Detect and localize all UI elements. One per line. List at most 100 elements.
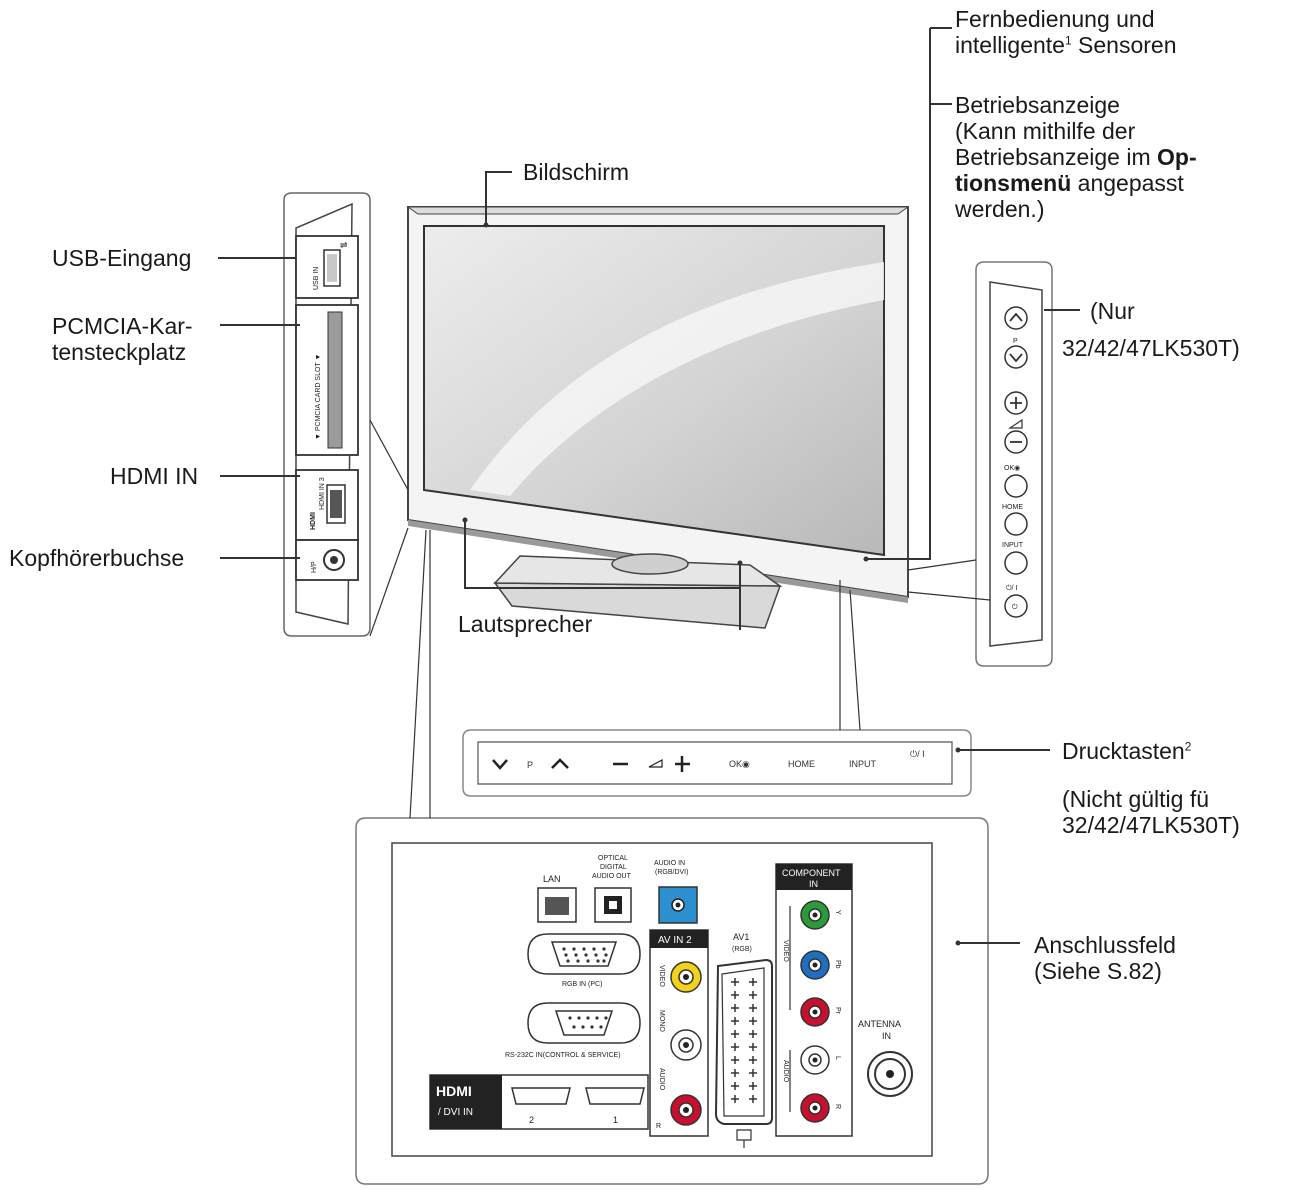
leader-lines: [218, 27, 1080, 946]
audio-in-l2: (RGB/DVI): [655, 869, 688, 876]
drucktasten-sup: 2: [1184, 739, 1192, 754]
audio-in-l1: AUDIO IN: [654, 860, 685, 867]
bar-power: ⏻/ I: [910, 749, 925, 759]
fernbedienung-line2b: Sensoren: [1071, 32, 1177, 58]
scart-pin: [731, 1056, 739, 1064]
scart-pin: [749, 1069, 757, 1077]
anschluss-l1: Anschlussfeld: [1034, 932, 1176, 958]
fernbedienung-line1: Fernbedienung und: [955, 6, 1155, 32]
label-betriebsanzeige: Betriebsanzeige (Kann mithilfe der Betri…: [955, 92, 1197, 222]
betrieb-l3b: Op-: [1157, 144, 1197, 170]
hp-text: H/P: [311, 561, 318, 573]
bar-ok: OK◉: [729, 759, 750, 769]
label-pcmcia: PCMCIA-Kar- tensteckplatz: [52, 313, 193, 365]
scart-pin: [731, 1017, 739, 1025]
label-bildschirm: Bildschirm: [523, 159, 630, 185]
scart-pin: [731, 1030, 739, 1038]
optical-l1: OPTICAL: [598, 855, 628, 862]
headphone-jack: H/P: [295, 539, 359, 581]
hdmi3-port: HDMI HDMI IN 3: [295, 469, 359, 541]
scart-pins: [731, 978, 757, 1103]
betrieb-l1: Betriebsanzeige: [955, 92, 1120, 118]
comp-pb-label: Pb: [834, 960, 841, 969]
comp-audio-label: AUDIO: [782, 1060, 789, 1083]
label-nur: (Nur: [1090, 298, 1135, 324]
rp-ok: OK◉: [1004, 465, 1020, 472]
av-video-label: VIDEO: [658, 965, 665, 987]
av-mono-label: MONO: [658, 1010, 665, 1032]
tv-stand: [493, 553, 783, 629]
optical-l2: DIGITAL: [600, 864, 627, 871]
rp-home: HOME: [1002, 504, 1023, 511]
scart-pin: [749, 1030, 757, 1038]
scart-pin: [731, 1095, 739, 1103]
scart-pin: [731, 1043, 739, 1051]
label-usb: USB-Eingang: [52, 245, 192, 271]
comp-video-label: VIDEO: [782, 940, 789, 962]
connection-panel: LAN OPTICAL DIGITAL AUDIO OUT AUDIO IN (…: [355, 817, 989, 1185]
usb-in-text: USB IN: [313, 267, 320, 290]
button-bar: P OK◉ HOME INPUT ⏻/ I: [462, 729, 972, 797]
antenna-l2: IN: [882, 1031, 891, 1041]
scart-pin: [749, 1056, 757, 1064]
av1-l2: (RGB): [732, 946, 752, 953]
label-nicht-gueltig: (Nicht gültig fü 32/42/47LK530T): [1062, 786, 1240, 838]
comp-r-label: R: [834, 1104, 841, 1109]
component-l1: COMPONENT: [782, 868, 841, 878]
label-lautsprecher: Lautsprecher: [458, 611, 593, 637]
hdmi-1-label: 1: [613, 1115, 618, 1125]
pcmcia-l1: PCMCIA-Kar-: [52, 313, 193, 339]
label-drucktasten: Drucktasten2: [1062, 738, 1191, 764]
av1-l1: AV1: [733, 932, 749, 942]
scart-pin: [749, 978, 757, 986]
comp-pr-label: Pr: [834, 1007, 841, 1015]
tv-body: [406, 206, 910, 629]
antenna-l1: ANTENNA: [858, 1019, 901, 1029]
pcmcia-slot: ▼ PCMCIA CARD SLOT ▼: [295, 304, 359, 456]
betrieb-l4b: angepasst: [1071, 170, 1184, 196]
pcmcia-l2: tensteckplatz: [52, 339, 187, 365]
scart-pin: [749, 1004, 757, 1012]
scart-pin: [731, 1082, 739, 1090]
fernbedienung-line2a: intelligente: [955, 32, 1065, 58]
optical-l3: AUDIO OUT: [592, 873, 632, 880]
pcmcia-text: ▼ PCMCIA CARD SLOT ▼: [315, 354, 322, 440]
rp-input: INPUT: [1002, 542, 1024, 549]
hdmi-logo-side: HDMI: [310, 512, 317, 530]
right-button-panel: P OK◉ HOME INPUT ⏻/ I ⏻: [975, 261, 1053, 667]
scart-pin: [731, 991, 739, 999]
hdmi-in3-text: HDMI IN 3: [319, 477, 326, 510]
label-anschlussfeld: Anschlussfeld (Siehe S.82): [1034, 932, 1176, 984]
av-audio-label: AUDIO: [658, 1068, 665, 1091]
bar-input: INPUT: [849, 759, 877, 769]
rgb-in-label: RGB IN (PC): [562, 981, 602, 988]
nichtgueltig-l1: (Nicht gültig fü: [1062, 786, 1210, 812]
bar-p: P: [527, 760, 533, 770]
rs232-label: RS-232C IN(CONTROL & SERVICE): [505, 1052, 621, 1059]
rp-p: P: [1013, 338, 1018, 345]
scart-pin: [731, 978, 739, 986]
comp-l-label: L: [834, 1056, 841, 1060]
av-r-label: R: [656, 1123, 661, 1130]
av-in2-label: AV IN 2: [658, 935, 692, 946]
label-kopfhoerer: Kopfhörerbuchse: [9, 545, 185, 571]
usb-icon: ⇌: [340, 240, 348, 250]
drucktasten-text: Drucktasten: [1062, 738, 1185, 764]
fernbedienung-sup: 1: [1064, 33, 1072, 48]
rp-power: ⏻/ I: [1006, 584, 1017, 592]
label-fernbedienung: Fernbedienung und intelligente1 Sensoren: [955, 6, 1177, 58]
label-nur-l2: 32/42/47LK530T): [1062, 335, 1240, 361]
betrieb-l3a: Betriebsanzeige im: [955, 144, 1157, 170]
label-hdmi: HDMI IN: [110, 463, 199, 489]
betrieb-l5: werden.): [955, 196, 1045, 222]
component-l2: IN: [809, 879, 818, 889]
power-icon: ⏻: [1012, 603, 1018, 611]
hdmi-2-label: 2: [529, 1115, 534, 1125]
scart-pin: [749, 1017, 757, 1025]
scart-pin: [749, 1095, 757, 1103]
comp-y-label: Y: [834, 910, 841, 915]
scart-pin: [749, 1043, 757, 1051]
nichtgueltig-l2: 32/42/47LK530T): [1062, 812, 1240, 838]
dvi-in-label: / DVI IN: [438, 1107, 473, 1118]
